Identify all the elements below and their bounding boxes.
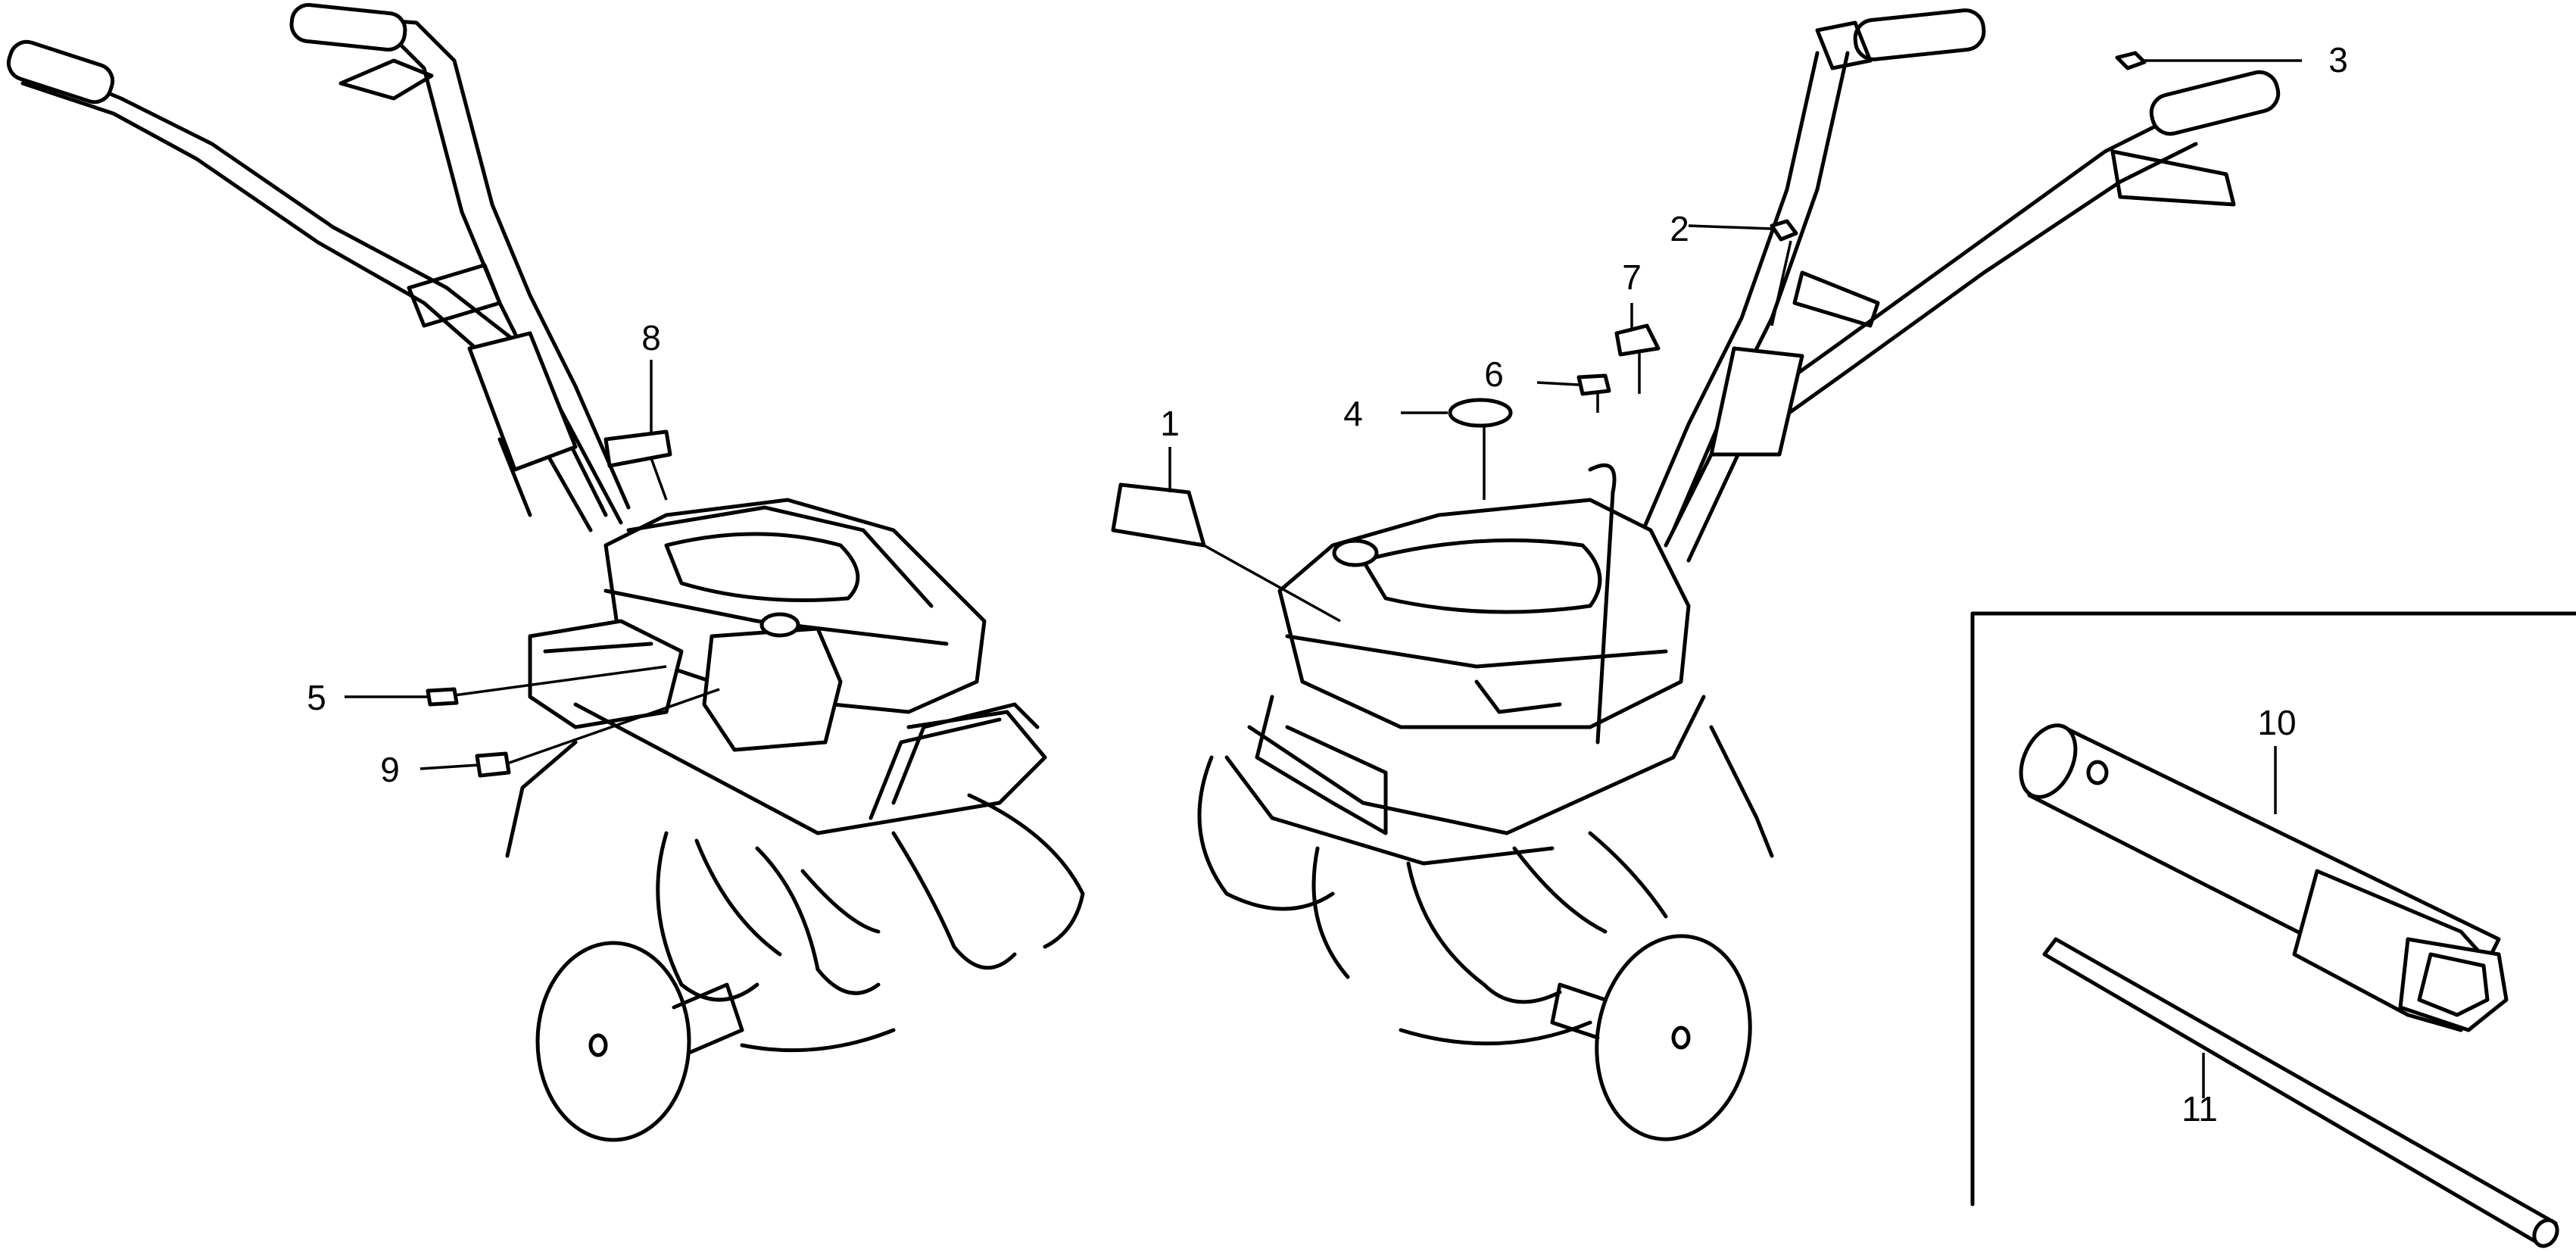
callout-labels: 1 2 3 4 5 6 7 8 9 10 11 [307, 40, 2348, 1129]
label-5: 5 [307, 678, 326, 717]
part-3-decal-icon [2115, 51, 2147, 70]
label-7: 7 [1622, 258, 1642, 297]
part-7-decal-icon [1614, 323, 1661, 357]
label-1: 1 [1160, 404, 1180, 443]
part-6-decal-icon [1576, 373, 1611, 396]
label-6: 6 [1484, 354, 1504, 394]
leader-lines [345, 59, 2302, 1098]
label-3: 3 [2328, 40, 2348, 80]
spark-plug-wrench-icon [2019, 723, 2509, 1032]
part-4-decal-icon [1448, 398, 1513, 428]
tommy-bar-icon [2042, 937, 2559, 1248]
label-10: 10 [2257, 703, 2296, 742]
label-2: 2 [1670, 209, 1689, 248]
label-4: 4 [1343, 394, 1363, 433]
tool-inset-icon [1970, 611, 2576, 1248]
tiller-right-view-icon [1197, 8, 2281, 1141]
part-1-label-icon [1111, 482, 1206, 548]
tiller-left-view-icon [6, 2, 1085, 1142]
label-11: 11 [2181, 1089, 2218, 1129]
part-5-decal-icon [426, 687, 459, 707]
part-9-decal-icon [475, 751, 511, 778]
label-8: 8 [641, 318, 661, 357]
part-2-decal-icon [1770, 219, 1798, 242]
label-9: 9 [380, 750, 400, 789]
